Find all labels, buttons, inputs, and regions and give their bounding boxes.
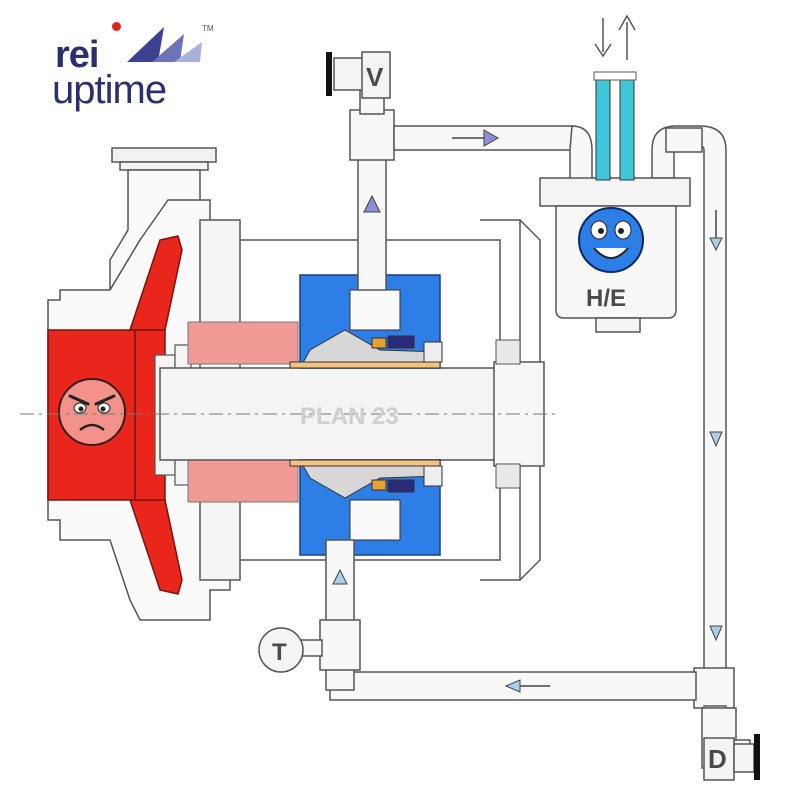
logo-sails-icon [127, 27, 202, 62]
flow-arrow-up-icon [332, 568, 348, 585]
pump-shaft [20, 361, 560, 467]
flow-arrow-down-icon [709, 431, 723, 448]
plan-label: PLAN 23 [300, 403, 399, 430]
angry-face-icon [58, 378, 126, 446]
logo-trademark: TM [202, 24, 214, 33]
temperature-gauge: T [258, 627, 304, 673]
shaft-collar [495, 339, 521, 489]
flow-arrow-up-icon [363, 194, 381, 213]
logo-text-rei: rei [55, 34, 99, 76]
drain-valve: D [703, 734, 760, 781]
happy-face-icon [578, 207, 644, 273]
rei-uptime-logo: rei TM uptime [52, 22, 222, 117]
throat-bushing [187, 321, 299, 503]
logo-text-uptime: uptime [52, 68, 167, 112]
logo-dot [112, 22, 121, 31]
flow-arrows [332, 129, 723, 693]
heat-exchanger-label: H/E [586, 285, 626, 312]
vent-valve: V [326, 51, 391, 99]
temperature-label: T [272, 639, 287, 666]
flow-arrow-down-icon [709, 625, 723, 642]
seal-internals [289, 289, 443, 541]
vent-label: V [366, 62, 384, 92]
drain-label: D [708, 744, 727, 774]
